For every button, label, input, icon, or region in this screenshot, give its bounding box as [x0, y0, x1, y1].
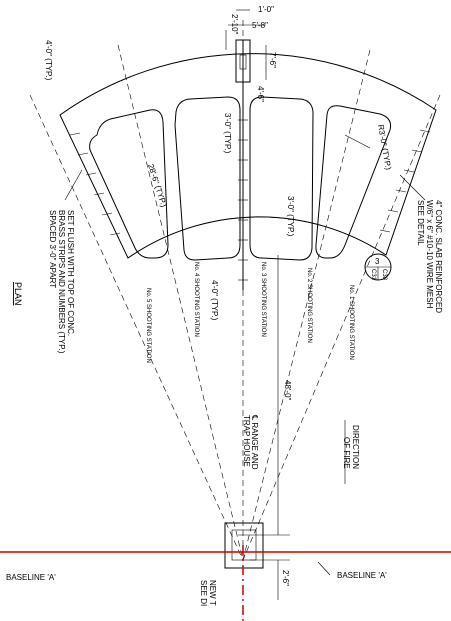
radial-lines — [29, 20, 441, 561]
svg-text:4" CONC. SLAB REINFORCED: 4" CONC. SLAB REINFORCED — [434, 200, 443, 313]
top-post-inner — [239, 54, 247, 70]
detail-sheet-left: C31 — [370, 269, 376, 281]
dim-top-2ft10: 2'-10" — [230, 14, 239, 35]
station-label-1: No. 1 SHOOTING STATION — [348, 285, 354, 360]
note-brass-strips: SET FLUSH WITH TOP OF CONC. BRASS STRIPS… — [48, 210, 75, 354]
dim-radius-r3: R3'-0" (TYP.) — [376, 124, 393, 171]
trap-house — [224, 522, 264, 569]
note-slab: 4" CONC. SLAB REINFORCED W/6" x 6" #10-1… — [416, 200, 443, 313]
svg-text:℄ RANGE AND: ℄ RANGE AND — [250, 414, 259, 470]
slab-cell-2 — [174, 96, 241, 261]
dim-top-1ft: 1'-0" — [258, 5, 274, 14]
plan-title: PLAN — [13, 282, 23, 306]
svg-text:DIRECTION: DIRECTION — [351, 425, 360, 469]
slab-cell-1 — [89, 109, 169, 259]
trap-house-inner — [231, 529, 257, 561]
note-range-trap: ℄ RANGE AND TRAP HOUSE — [242, 414, 259, 470]
note-direction-of-fire: DIRECTION OF FIRE — [342, 425, 360, 469]
svg-text:BRASS STRIPS AND NUMBERS (TYP.: BRASS STRIPS AND NUMBERS (TYP.) — [57, 210, 66, 354]
slab-cell-3 — [249, 96, 314, 261]
station-label-3: No. 3 SHOOTING STATION — [260, 262, 266, 337]
svg-text:OF FIRE: OF FIRE — [342, 437, 351, 469]
station-arc — [127, 216, 387, 259]
dim-lower-4ft-typ: 4'-0" (TYP.) — [210, 280, 219, 321]
dim-top-4ft6: 4'-6" — [256, 86, 265, 102]
svg-text:W/6" x 6" #10-10 WIRE MESH: W/6" x 6" #10-10 WIRE MESH — [425, 200, 434, 309]
station-label-5: No. 5 SHOOTING STATION — [145, 288, 151, 363]
dim-left-4ft-typ: 4'-0" (TYP.) — [44, 40, 53, 81]
note-new-t: NEW T SEE DI — [199, 580, 217, 606]
svg-text:TRAP HOUSE: TRAP HOUSE — [242, 415, 251, 467]
detail-sheet-right: C38 — [381, 269, 387, 281]
dim-top-5ft8: 5'-8" — [252, 21, 268, 30]
svg-text:NEW T: NEW T — [208, 580, 217, 606]
dim-distance-48: 48'-0" — [283, 380, 292, 401]
station-label-2: No. 2 SHOOTING STATION — [306, 268, 312, 343]
svg-text:SPACED 3'-0" APART: SPACED 3'-0" APART — [48, 210, 57, 288]
top-post-box — [235, 39, 251, 83]
svg-text:SET FLUSH WITH TOP OF CONC.: SET FLUSH WITH TOP OF CONC. — [66, 210, 75, 336]
dim-top-7ft6: 7'-6" — [268, 52, 277, 68]
detail-number: 3 — [375, 257, 380, 266]
detail-callout — [364, 253, 392, 281]
station-label-4: No. 4 SHOOTING STATION — [193, 262, 199, 337]
svg-text:SEE DETAIL: SEE DETAIL — [416, 200, 425, 246]
slab-edge-ticks — [69, 129, 431, 236]
baseline-label-left: BASELINE 'A' — [6, 573, 56, 582]
svg-text:SEE DI: SEE DI — [199, 580, 208, 606]
dim-bottom-2ft6: 2'-6" — [281, 570, 290, 586]
dim-right-3ft-typ: 3'-0" (TYP.) — [286, 196, 295, 237]
baseline-label-right: BASELINE 'A' — [337, 571, 387, 580]
slab-cell-4 — [315, 105, 391, 259]
dim-center-3ft-typ: 3'-0" (TYP.) — [223, 113, 232, 154]
